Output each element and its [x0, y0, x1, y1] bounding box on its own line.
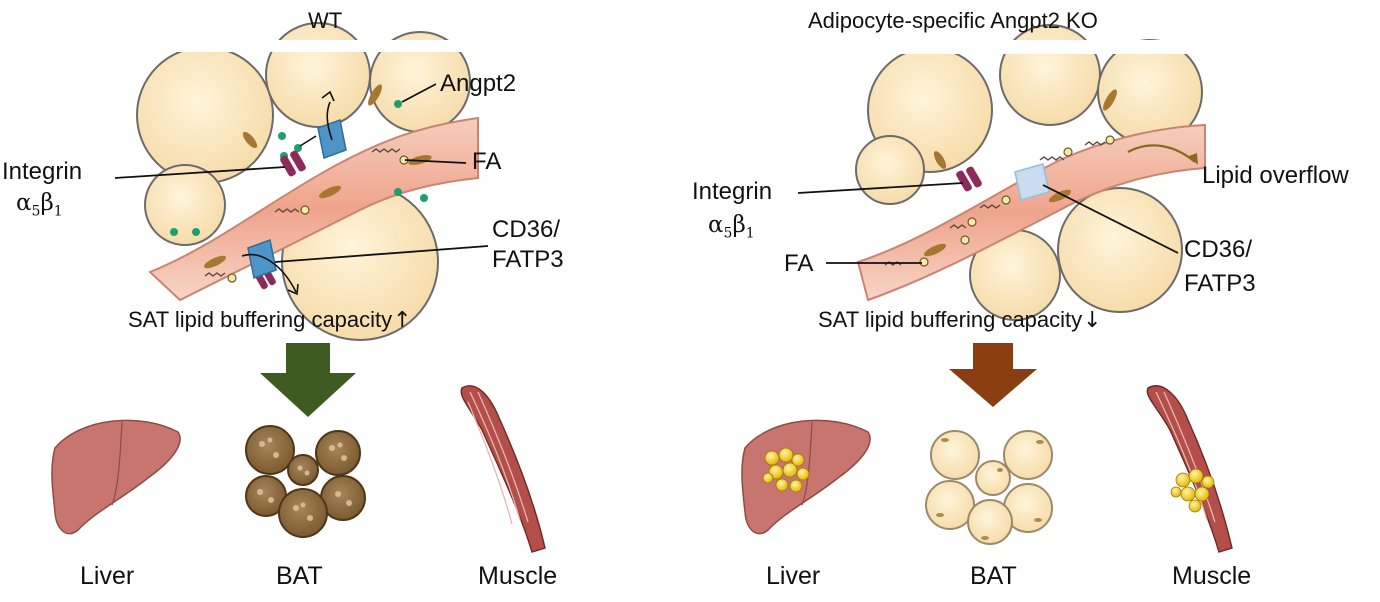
ko-integrin-subunit-label: α5β1 [708, 212, 755, 242]
ko-bat-cells-icon [925, 430, 1053, 545]
wt-integrin-label: Integrin [2, 158, 83, 185]
wt-tissue [136, 22, 479, 341]
ko-capacity-label: SAT lipid buffering capacity [818, 307, 1083, 332]
ko-capacity-down-arrow-icon: ↓ [1083, 308, 1102, 333]
ko-bat-label: BAT [970, 562, 1017, 590]
wt-blood-vessel [148, 116, 479, 302]
ko-muscle-lipid-droplets [1170, 468, 1215, 513]
wt-endothelial-nuclei [203, 84, 432, 269]
wt-liver-label: Liver [80, 562, 135, 590]
wt-liver-icon [51, 419, 181, 535]
wt-fatty-acids [204, 148, 401, 277]
ko-tissue [850, 24, 1210, 321]
wt-bat-label: BAT [276, 562, 323, 590]
ko-integrin-label: Integrin [692, 178, 773, 205]
wt-cd36-label: CD36/ [492, 216, 561, 243]
ko-adipocytes [855, 24, 1203, 321]
ko-endothelial-nuclei [923, 89, 1117, 257]
wt-angpt2-dots [170, 100, 428, 236]
wt-bat-cells-icon [245, 425, 366, 538]
ko-integrin-receptor [956, 166, 982, 192]
ko-muscle-icon [1146, 385, 1233, 553]
wt-leader-lines [114, 83, 489, 263]
ko-fa-label: FA [784, 250, 814, 277]
wt-muscle-icon [460, 385, 546, 553]
wt-adipocytes [136, 22, 471, 341]
ko-leader-lines [797, 182, 1179, 264]
wt-capacity-label: SAT lipid buffering capacity [128, 307, 393, 332]
wt-muscle-label: Muscle [478, 562, 558, 590]
wt-fatp3-label: FATP3 [492, 246, 564, 273]
wt-fa-label: FA [472, 148, 502, 175]
ko-capacity-text: SAT lipid buffering capacity↓ [818, 309, 1102, 332]
ko-muscle-label: Muscle [1172, 562, 1252, 590]
ko-title: Adipocyte-specific Angpt2 KO [808, 8, 1098, 33]
wt-capacity-text: SAT lipid buffering capacity↑ [128, 309, 412, 332]
ko-cd36-transporter [1014, 163, 1050, 201]
wt-angpt2-label: Angpt2 [440, 70, 517, 97]
ko-blood-vessel [856, 123, 1206, 302]
wt-down-arrow-icon [260, 343, 356, 417]
ko-liver-lipid-droplets [762, 447, 810, 493]
ko-overflow-label: Lipid overflow [1202, 162, 1349, 189]
ko-overflow-arrow-icon [1127, 144, 1196, 163]
ko-fatp3-label: FATP3 [1184, 270, 1256, 297]
ko-liver-label: Liver [766, 562, 821, 590]
ko-cd36-label: CD36/ [1184, 236, 1253, 263]
ko-down-arrow-icon [949, 343, 1037, 407]
ko-liver-icon [741, 419, 871, 535]
wt-title: WT [308, 8, 343, 33]
wt-integrin-subunit-label: α5β1 [16, 190, 63, 220]
wt-capacity-up-arrow-icon: ↑ [393, 308, 412, 333]
